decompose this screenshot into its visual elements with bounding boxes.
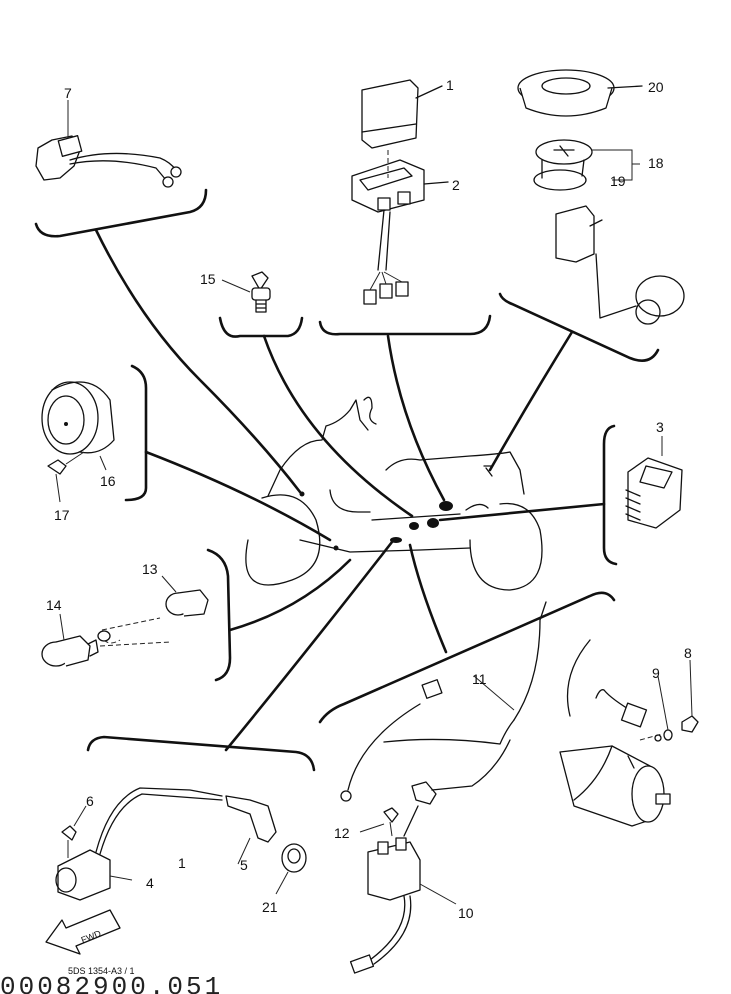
callout-10: 10 xyxy=(458,905,474,921)
callout-13: 13 xyxy=(142,561,158,577)
callout-1-coil-group: 1 xyxy=(178,855,186,871)
bracket-left-horn xyxy=(124,364,148,502)
part-15-oil-switch xyxy=(221,271,271,313)
callout-16: 16 xyxy=(100,473,116,489)
bracket-top-mid xyxy=(318,314,492,336)
leader-4 xyxy=(224,540,394,752)
part-14-neutral-switch xyxy=(41,613,99,667)
callout-12: 12 xyxy=(334,825,350,841)
motorcycle-outline xyxy=(245,396,543,591)
part-1-relay xyxy=(361,79,443,149)
part-13-switch xyxy=(161,575,209,617)
washer-14 xyxy=(97,630,111,642)
drawing-reference: 5DS 1354-A3 / 1 xyxy=(68,966,135,976)
forward-arrow: FWD xyxy=(45,909,121,955)
callout-9: 9 xyxy=(652,665,660,681)
part-9-washer xyxy=(657,675,673,741)
callout-15: 15 xyxy=(200,271,216,287)
bracket-top-left xyxy=(34,188,208,238)
callout-3: 3 xyxy=(656,419,664,435)
part-3-regulator xyxy=(625,436,683,529)
leader-13 xyxy=(228,558,352,632)
part-18-fuel-sender xyxy=(533,139,685,325)
starter-motor xyxy=(559,639,671,827)
callout-18: 18 xyxy=(648,155,664,171)
part-2-relay-holder xyxy=(351,150,449,305)
bracket-top-right xyxy=(498,292,660,362)
part-10-starter-relay xyxy=(349,837,457,974)
part-12-screw xyxy=(359,807,399,837)
leader-1-2 xyxy=(386,334,446,502)
bracket-top-mid-left xyxy=(218,316,304,338)
leader-15 xyxy=(262,334,414,518)
bracket-bottom-left xyxy=(86,735,316,772)
leader-7 xyxy=(94,228,302,494)
bracket-bottom-right xyxy=(318,591,616,724)
bracket-left-switch xyxy=(206,548,232,682)
part-7-switch-cable xyxy=(35,100,182,188)
part-20-fuel-cap-nut xyxy=(517,69,643,117)
part-6-bolt xyxy=(61,805,87,858)
leader-10 xyxy=(408,543,448,654)
part-4-ignition-coil xyxy=(55,787,223,901)
callout-7: 7 xyxy=(64,85,72,101)
callout-8: 8 xyxy=(684,645,692,661)
callout-6: 6 xyxy=(86,793,94,809)
part-8-nut xyxy=(681,659,699,733)
catalog-code: 00082900.051 xyxy=(0,972,223,994)
part-5-plug-cap xyxy=(225,795,277,865)
callout-20: 20 xyxy=(648,79,664,95)
callout-1: 1 xyxy=(446,77,454,93)
bracket-right-reg xyxy=(602,424,618,566)
callout-19: 19 xyxy=(610,173,626,189)
callout-11: 11 xyxy=(472,671,487,687)
callout-2: 2 xyxy=(452,177,460,193)
callout-14: 14 xyxy=(46,597,62,613)
callout-21: 21 xyxy=(262,899,278,915)
callout-17: 17 xyxy=(54,507,70,523)
part-11-wire-harness xyxy=(340,601,547,837)
part-16-horn xyxy=(41,381,115,471)
leader-18 xyxy=(488,330,574,472)
part-17-horn-bolt xyxy=(47,451,85,503)
leader-3 xyxy=(438,502,606,522)
callout-5: 5 xyxy=(240,857,248,873)
callout-4: 4 xyxy=(146,875,154,891)
part-21-cap-grommet xyxy=(275,843,307,895)
leader-16 xyxy=(144,450,332,542)
wire-13-14 xyxy=(99,617,171,647)
